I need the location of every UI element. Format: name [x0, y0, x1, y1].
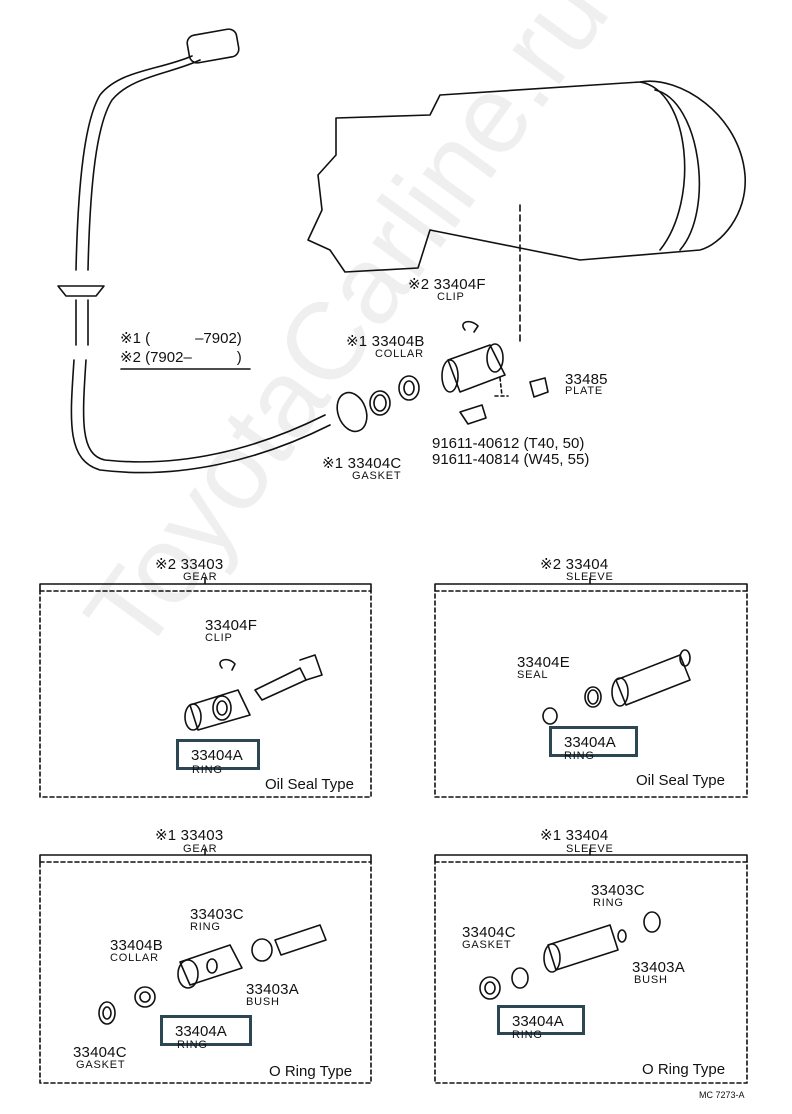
sleeve-assembly	[398, 320, 549, 425]
box3-oring-number: 33403C	[190, 906, 244, 923]
box4-header-name: SLEEVE	[566, 843, 614, 855]
box3-type-label: O Ring Type	[269, 1063, 353, 1080]
legend-line-1: ※1 ( –7902)	[120, 330, 242, 347]
box4-oring-number: 33403C	[591, 882, 645, 899]
box4-type-label: O Ring Type	[642, 1061, 726, 1078]
box4-ring-number: 33404A	[512, 1013, 564, 1030]
box4-parts	[479, 911, 661, 1000]
box3-collar-name: COLLAR	[110, 952, 159, 964]
box1-type-label: Oil Seal Type	[265, 776, 354, 793]
main-clip-number: ※2 33404F	[408, 276, 486, 293]
box3-oring-name: RING	[190, 921, 221, 933]
box2-seal-number: 33404E	[517, 654, 570, 671]
box3-gasket-number: 33404C	[73, 1044, 127, 1061]
box1-header-number: ※2 33403	[155, 556, 224, 573]
transmission-outline	[307, 80, 746, 346]
box3-header-number: ※1 33403	[155, 827, 224, 844]
figure-code: MC 7273-A	[699, 1090, 745, 1100]
box4-gasket-name: GASKET	[462, 939, 512, 951]
box4-gasket-number: 33404C	[462, 924, 516, 941]
box4-bush-name: BUSH	[634, 974, 668, 986]
box2-ring-highlight: 33404A	[549, 726, 638, 757]
legend-line-2: ※2 (7902– )	[120, 349, 242, 366]
box3-collar-number: 33404B	[110, 937, 163, 954]
main-gasket-name: GASKET	[352, 470, 402, 482]
box3-ring-highlight: 33404A	[160, 1015, 252, 1046]
box-sleeve-oil-seal	[434, 590, 748, 798]
box4-ring-highlight: 33404A	[497, 1005, 585, 1035]
box1-clip-number: 33404F	[205, 617, 258, 634]
box3-bush-number: 33403A	[246, 981, 299, 998]
main-plate-name: PLATE	[565, 385, 604, 397]
box4-ring-name: RING	[512, 1029, 543, 1041]
box-gear-oil-seal	[39, 590, 372, 798]
main-gasket-number: ※1 33404C	[322, 455, 402, 472]
box2-type-label: Oil Seal Type	[636, 772, 725, 789]
box3-ring-name: RING	[177, 1039, 208, 1051]
speedometer-cable	[57, 28, 391, 474]
box4-header-number: ※1 33404	[540, 827, 609, 844]
main-collar-name: COLLAR	[375, 348, 424, 360]
box2-header-number: ※2 33404	[540, 556, 609, 573]
main-collar-number: ※1 33404B	[346, 333, 425, 350]
box2-ring-number: 33404A	[564, 734, 616, 751]
box-gear-o-ring	[39, 861, 372, 1084]
box4-bush-number: 33403A	[632, 959, 685, 976]
box3-parts	[98, 924, 327, 1025]
box-sleeve-o-ring	[434, 861, 748, 1084]
box1-header-name: GEAR	[183, 571, 218, 583]
box3-bush-name: BUSH	[246, 996, 280, 1008]
box2-seal-name: SEAL	[517, 669, 549, 681]
box2-ring-name: RING	[564, 750, 595, 762]
main-bolt-line-1: 91611-40612 (T40, 50)	[432, 435, 585, 452]
main-plate-number: 33485	[565, 371, 608, 388]
box3-header-name: GEAR	[183, 843, 218, 855]
box1-clip-name: CLIP	[205, 632, 233, 644]
box1-ring-highlight: 33404A	[176, 739, 260, 770]
main-bolt-line-2: 91611-40814 (W45, 55)	[432, 451, 590, 468]
box1-parts	[184, 654, 323, 731]
box2-parts	[542, 649, 691, 725]
box2-header-name: SLEEVE	[566, 571, 614, 583]
box3-gasket-name: GASKET	[76, 1059, 126, 1071]
box1-ring-number: 33404A	[191, 747, 243, 764]
box1-ring-name: RING	[192, 764, 223, 776]
box3-ring-number: 33404A	[175, 1023, 227, 1040]
box4-oring-name: RING	[593, 897, 624, 909]
main-clip-name: CLIP	[437, 291, 465, 303]
